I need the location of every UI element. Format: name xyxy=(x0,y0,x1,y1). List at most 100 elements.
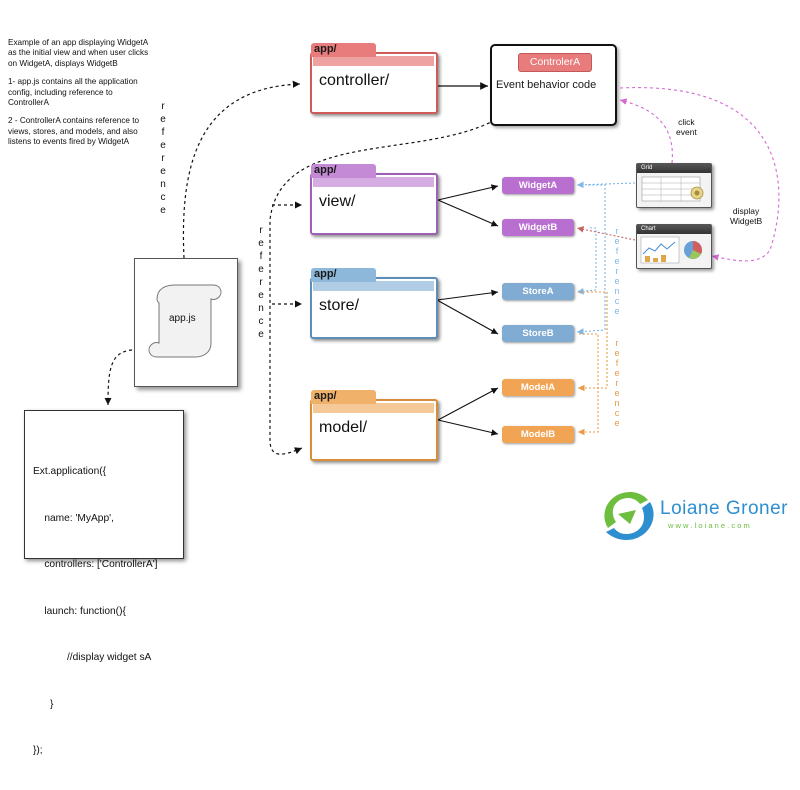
click-event-line xyxy=(619,98,673,164)
reference-letter: r xyxy=(161,153,165,164)
controller-folder-tab-band xyxy=(313,56,434,66)
reference-letter: e xyxy=(258,238,264,249)
brand-logo: Loiane Groner w w w . l o i a n e . c o … xyxy=(596,480,796,550)
modelB-pill: ModelB xyxy=(502,426,574,443)
brand-url: w w w . l o i a n e . c o m xyxy=(668,521,750,530)
controller-folder-tab: app/ xyxy=(311,43,376,57)
store-folder: app/ store/ xyxy=(310,268,438,339)
reference-letter: f xyxy=(615,246,619,256)
appjs-document: app.js xyxy=(134,258,238,387)
store-folder-tab-band xyxy=(313,281,434,291)
widgetB-store-reference-line xyxy=(576,227,597,295)
reference-letter: r xyxy=(259,277,263,288)
reference-letter: e xyxy=(614,236,620,246)
model-folder-name: model/ xyxy=(319,419,368,436)
store-to-storeA-line xyxy=(436,289,499,301)
reference-letter: e xyxy=(614,418,620,428)
code-line-2: name: 'MyApp', xyxy=(33,512,114,524)
view-to-widgetA-line xyxy=(437,184,499,201)
display-line1: display xyxy=(732,206,760,216)
code-line-6: } xyxy=(33,698,54,710)
reference-letter: n xyxy=(160,179,166,190)
code-block: Ext.application({ name: 'MyApp', control… xyxy=(24,410,184,756)
display-widgetb-line xyxy=(619,87,780,262)
reference-letter: c xyxy=(614,408,620,418)
reference-letter: r xyxy=(615,338,619,348)
reference-letter: n xyxy=(614,286,620,296)
widgetA-grid-line xyxy=(576,181,636,189)
reference-letter: c xyxy=(160,192,166,203)
grid-title: Grid xyxy=(637,164,711,173)
model-folder: app/ model/ xyxy=(310,390,438,461)
connectors xyxy=(104,80,780,455)
reference-letter: c xyxy=(614,296,620,306)
storeA-pill: StoreA xyxy=(502,283,574,300)
controller-caption: Event behavior code xyxy=(496,79,597,91)
reference-letter: f xyxy=(259,251,263,262)
model-folder-tab-band xyxy=(313,403,434,413)
intro-note: Example of an app displaying WidgetA as … xyxy=(8,38,153,156)
click-event-label: click event xyxy=(676,117,697,137)
reference-letter: e xyxy=(614,388,620,398)
scroll-icon xyxy=(148,284,222,358)
widgetB-chart-line xyxy=(576,226,636,241)
widgetA-pill: WidgetA xyxy=(502,177,574,194)
storeB-pill: StoreB xyxy=(502,325,574,342)
code-line-7: }); xyxy=(33,745,43,756)
controller-reference-line xyxy=(269,119,496,455)
chart-widget-thumbnail: Chart xyxy=(636,224,712,269)
reference-letter: r xyxy=(615,378,619,388)
reference-letter: f xyxy=(161,127,165,138)
intro-line-1: Example of an app displaying WidgetA as … xyxy=(8,38,149,68)
reference-letter: e xyxy=(614,276,620,286)
reference-letter: e xyxy=(160,205,166,216)
reference-letter: e xyxy=(614,256,620,266)
store-model-reference-line xyxy=(578,291,608,392)
widgetB-pill: WidgetB xyxy=(502,219,574,236)
view-folder-tab: app/ xyxy=(311,164,376,178)
reference-letter: e xyxy=(258,290,264,301)
brand-name: Loiane Groner xyxy=(660,498,788,519)
code-line-5: //display widget sA xyxy=(33,652,152,663)
model-to-modelA-line xyxy=(437,387,499,421)
chart-title: Chart xyxy=(637,225,711,234)
click-event-line1: click xyxy=(678,117,695,127)
reference-letter: e xyxy=(160,166,166,177)
intro-line-2: 1- app.js contains all the application c… xyxy=(8,77,138,108)
model-folder-tab: app/ xyxy=(311,390,376,404)
model-to-modelB-line xyxy=(437,419,499,436)
reference-letter: r xyxy=(161,101,165,112)
reference-letter: e xyxy=(160,114,166,125)
display-widgetb-label: display WidgetB xyxy=(730,206,762,226)
appjs-label: app.js xyxy=(169,313,196,324)
reference-letter: f xyxy=(615,358,619,368)
reference-letter: e xyxy=(614,368,620,378)
view-folder: app/ view/ xyxy=(310,164,438,235)
store-folder-tab: app/ xyxy=(311,268,376,282)
view-folder-name: view/ xyxy=(319,193,356,210)
view-to-widgetB-line xyxy=(437,199,499,227)
reference-letter: n xyxy=(614,398,620,408)
controller-folder: app/ controller/ xyxy=(310,43,438,114)
reference-letter: r xyxy=(615,266,619,276)
store-to-storeB-line xyxy=(436,299,499,335)
reference-letter: e xyxy=(614,348,620,358)
chart-thumbnail-icon xyxy=(640,236,702,264)
grid-table-icon xyxy=(641,176,704,202)
reference-letter: r xyxy=(259,225,263,236)
intro-line-3: 2 - ControllerA contains reference to vi… xyxy=(8,116,140,147)
click-event-line2: event xyxy=(676,127,697,137)
reference-letter: e xyxy=(258,264,264,275)
grid-widget-thumbnail: Grid xyxy=(636,163,712,208)
code-line-1: Ext.application({ xyxy=(33,466,107,477)
reference-letter: n xyxy=(258,303,264,314)
code-line-4: launch: function(){ xyxy=(33,605,126,617)
storeB-model-reference-line xyxy=(578,333,599,436)
controller-badge: ControlerA xyxy=(518,53,592,72)
brand-swirl-icon xyxy=(604,492,654,540)
display-line2: WidgetB xyxy=(730,216,763,226)
